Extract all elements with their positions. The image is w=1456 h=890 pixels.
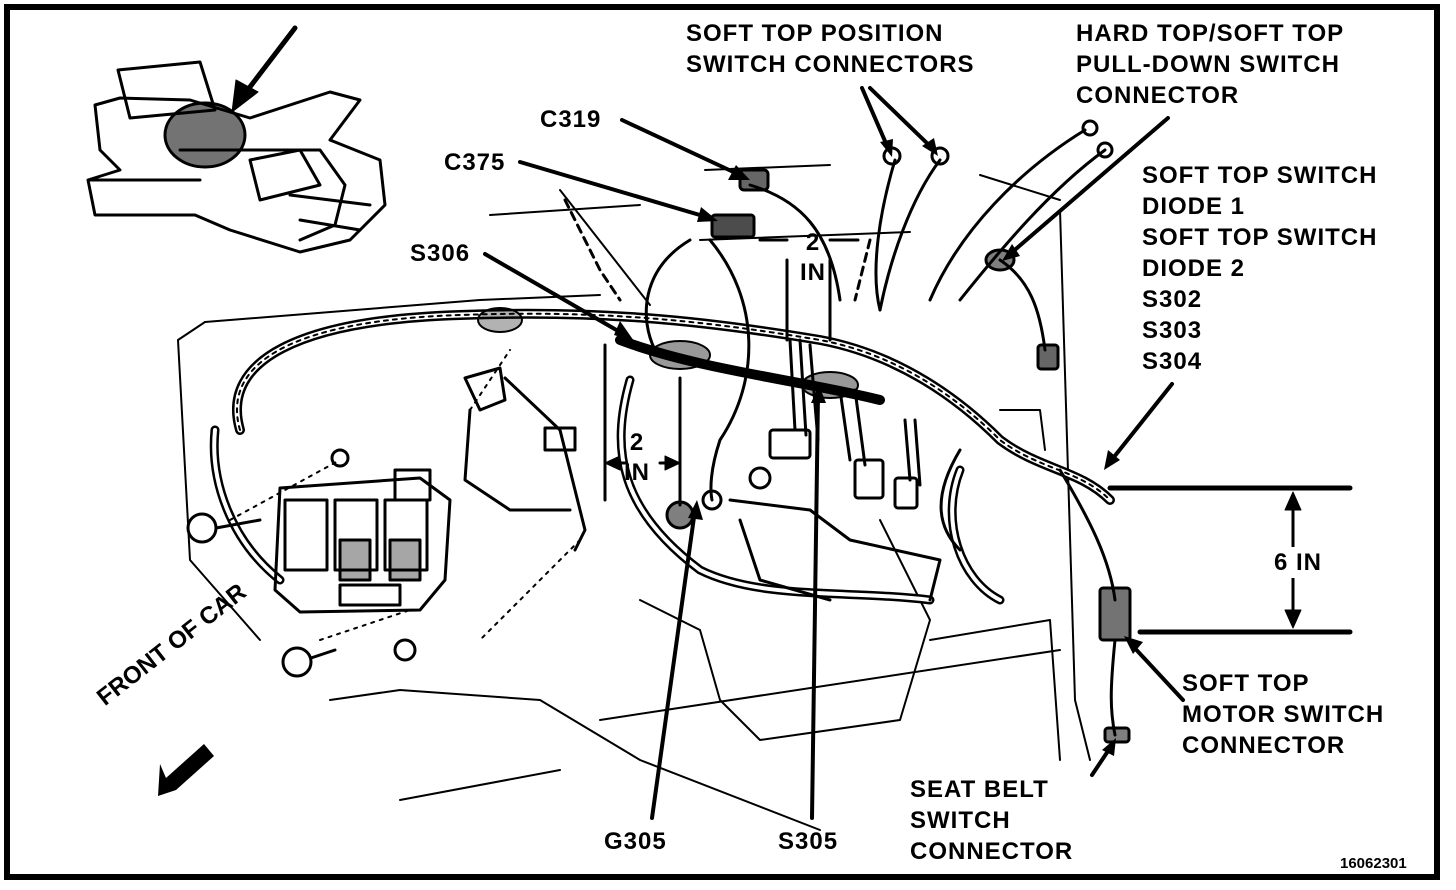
label-soft-top-position-switch-connectors: SOFT TOP POSITION SWITCH CONNECTORS — [686, 20, 975, 78]
connectors — [710, 119, 1132, 744]
label-s306: S306 — [410, 240, 471, 267]
label-g305: G305 — [604, 828, 667, 855]
label-part-number: 16062301 — [1340, 855, 1407, 872]
label-dimension-2in-upper: 2 IN — [800, 229, 826, 286]
label-s305: S305 — [778, 828, 839, 855]
dimension-2in-upper — [758, 238, 860, 342]
front-of-car-arrow — [158, 744, 214, 796]
label-dimension-2in-lower: 2 IN — [624, 429, 650, 486]
harness-shading — [236, 312, 1111, 501]
bolts — [186, 448, 772, 678]
label-soft-top-switch-diodes-splices: SOFT TOP SWITCH DIODE 1 SOFT TOP SWITCH … — [1142, 162, 1378, 375]
arrowheads — [614, 138, 1143, 756]
dimension-6in — [1107, 485, 1353, 635]
vehicle-locator-sketch — [86, 60, 387, 254]
label-c375: C375 — [444, 149, 506, 176]
relay-center — [273, 468, 452, 614]
label-seat-belt-switch-connector: SEAT BELT SWITCH CONNECTOR — [910, 776, 1074, 865]
label-hard-top-soft-top-pulldown-switch-connector: HARD TOP/SOFT TOP PULL-DOWN SWITCH CONNE… — [1076, 20, 1345, 109]
label-soft-top-motor-switch-connector: SOFT TOP MOTOR SWITCH CONNECTOR — [1182, 670, 1385, 759]
leader-arrows — [483, 86, 1185, 820]
label-c319: C319 — [540, 106, 602, 133]
diagram-frame — [4, 4, 1440, 880]
branch-wires — [644, 128, 1117, 737]
label-dimension-6in: 6 IN — [1272, 547, 1325, 578]
brackets — [463, 366, 942, 602]
